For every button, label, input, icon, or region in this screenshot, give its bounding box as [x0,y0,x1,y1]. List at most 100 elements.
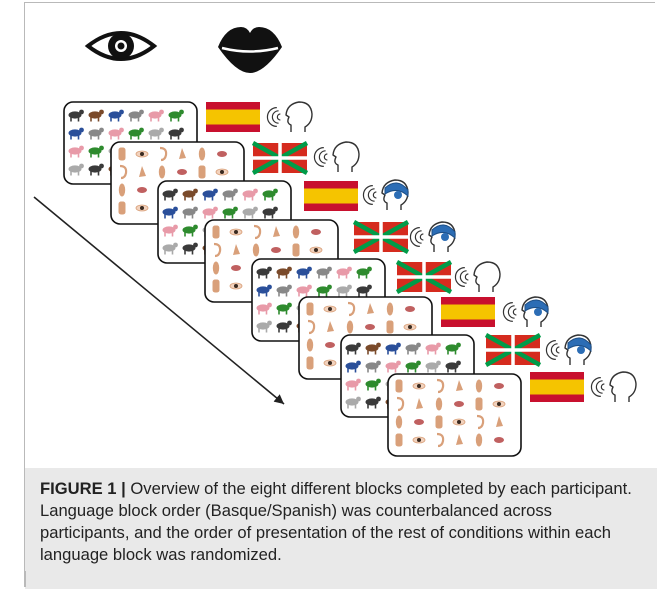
body-part-icon [405,306,415,312]
eye-icon [84,31,158,61]
body-part-icon [395,415,403,429]
animal-icon [345,360,361,373]
animal-icon [256,284,272,297]
body-part-icon [436,378,445,394]
animal-icon [68,127,84,140]
body-part-icon [347,301,356,317]
figure-frame [24,2,655,587]
order-arrow [33,196,285,405]
body-part-icon [231,265,241,271]
animal-icon [182,224,198,237]
animal-icon [356,284,372,297]
body-part-icon [292,225,300,239]
body-part-icon [198,165,206,179]
body-part-icon [119,164,128,180]
animal-icon [162,242,178,255]
body-part-icon [436,432,445,448]
basque-flag [395,260,453,294]
body-part-icon [233,244,240,255]
body-part-icon [412,382,426,390]
figure-caption: FIGURE 1 | Overview of the eight differe… [40,478,640,566]
body-part-icon [273,226,280,237]
animal-icon [336,266,352,279]
animal-icon [336,284,352,297]
body-part-icon [118,183,126,197]
animal-icon [88,145,104,158]
animal-icon [128,127,144,140]
body-part-icon [307,319,316,335]
lips-icon [218,27,282,73]
animal-icon [445,360,461,373]
body-part-icon [386,320,394,334]
body-part-icon [494,437,504,443]
animal-icon [242,188,258,201]
block-card [387,373,522,457]
body-part-icon [325,342,335,348]
body-part-icon [137,187,147,193]
body-part-icon [416,398,423,409]
body-part-icon [135,150,149,158]
animal-icon [68,109,84,122]
animal-icon [128,109,144,122]
animal-icon [276,320,292,333]
body-part-icon [309,246,323,254]
body-part-icon [452,418,466,426]
body-part-icon [456,380,463,391]
caption-divider [25,571,26,587]
animal-icon [162,224,178,237]
basque-flag [251,141,309,175]
animal-icon [182,242,198,255]
body-part-icon [252,243,260,257]
body-part-icon [118,147,126,161]
animal-icon [88,127,104,140]
body-part-icon [212,225,220,239]
animal-icon [345,342,361,355]
animal-icon [256,320,272,333]
body-part-icon [395,433,403,447]
animal-icon [365,378,381,391]
animal-icon [316,266,332,279]
animal-icon [425,342,441,355]
animal-icon [296,284,312,297]
spanish-flag [206,102,260,132]
speaker-head-icon [590,371,637,402]
body-part-icon [158,165,166,179]
body-part-icon [414,419,424,425]
animal-icon [68,145,84,158]
body-part-icon [217,151,227,157]
body-part-icon [213,242,222,258]
body-part-icon [494,383,504,389]
body-part-icon [118,201,126,215]
body-part-icon [475,379,483,393]
condition-block [387,371,637,457]
caption-text: Overview of the eight different blocks c… [40,479,632,564]
animal-icon [385,342,401,355]
animal-icon [365,342,381,355]
animal-icon [162,188,178,201]
animal-icon [365,396,381,409]
spanish-flag [304,181,358,211]
animal-icon [276,302,292,315]
body-part-icon [323,359,337,367]
body-part-icon [327,321,334,332]
animal-icon [316,284,332,297]
animal-icon [88,163,104,176]
animal-icon [262,188,278,201]
animal-icon [202,188,218,201]
body-part-icon [346,320,354,334]
body-part-icon [306,356,314,370]
animal-icon [345,396,361,409]
speaker-head-icon [454,261,501,292]
body-part-icon [229,282,243,290]
body-part-icon [435,415,443,429]
body-part-icon [476,414,485,430]
animal-icon [425,360,441,373]
animal-icon [162,206,178,219]
animal-icon [222,188,238,201]
body-part-icon [386,302,394,316]
speaker-head-icon [313,141,360,172]
speaker-head-icon [502,296,549,327]
body-part-icon [496,416,503,427]
body-part-icon [475,433,483,447]
